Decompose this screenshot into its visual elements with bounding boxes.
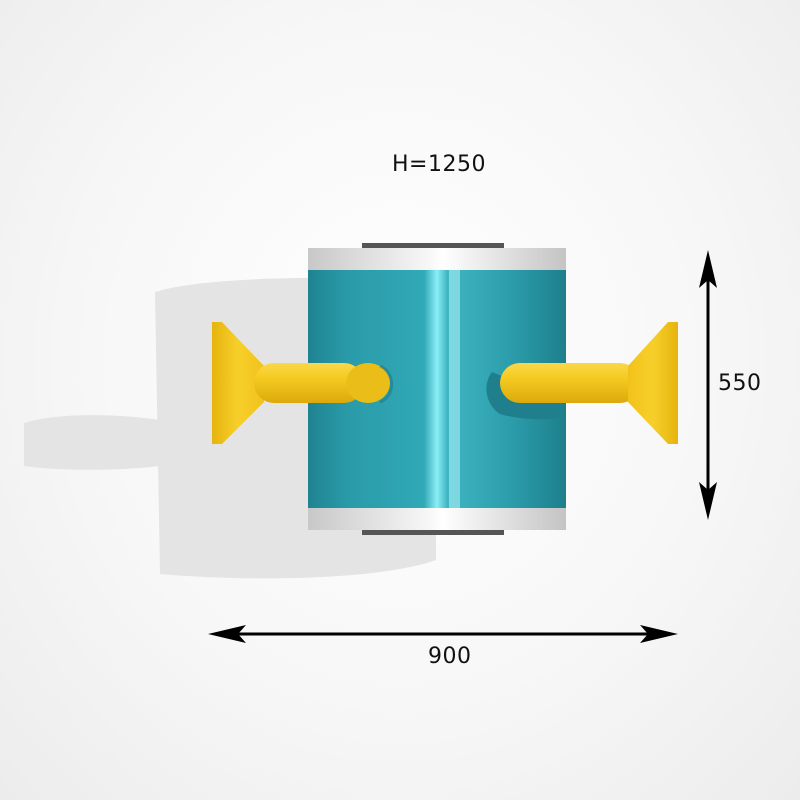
- right-speaking-tube: [486, 322, 678, 444]
- width-dimension-arrow: [208, 625, 678, 643]
- left-speaking-tube: [212, 322, 394, 444]
- height-dimension-label: H=1250: [392, 152, 486, 177]
- depth-dimension-arrow: [699, 250, 717, 520]
- width-dimension-label: 900: [428, 644, 472, 669]
- depth-dimension-label: 550: [718, 371, 762, 396]
